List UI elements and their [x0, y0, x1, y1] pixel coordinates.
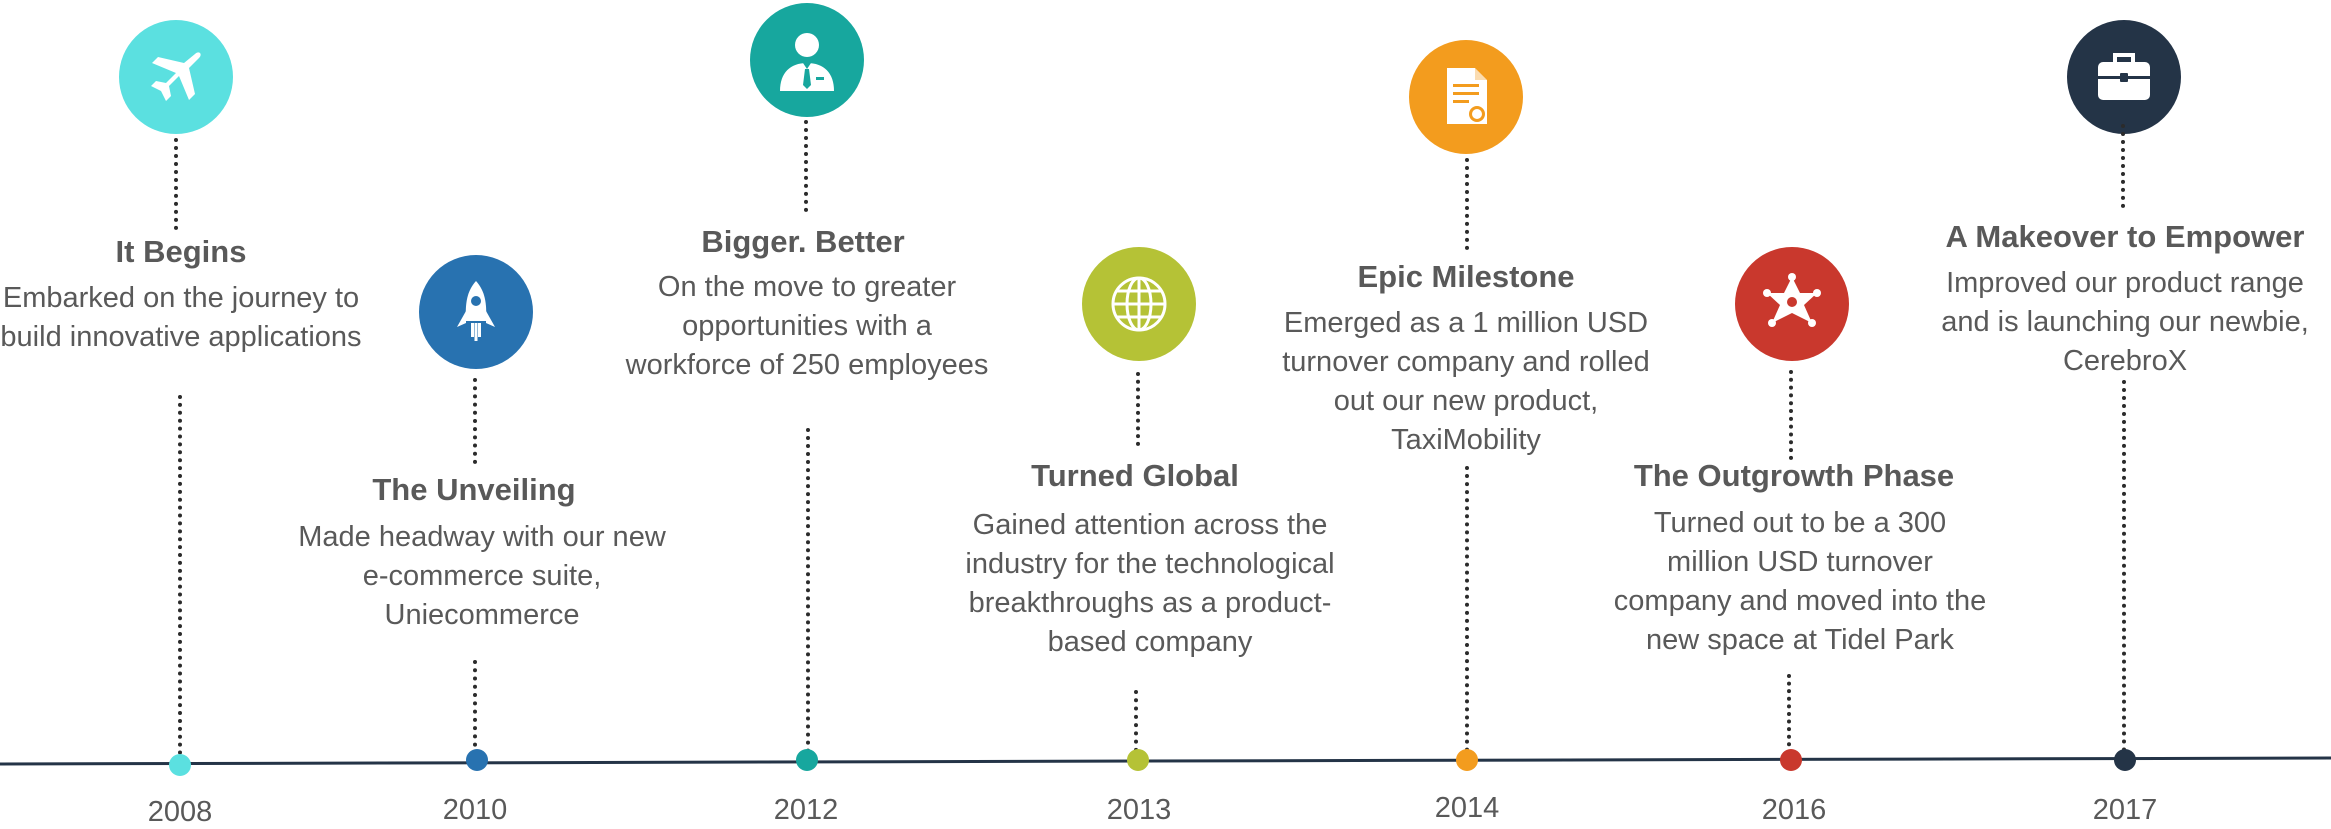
- milestone-2017-year: 2017: [2092, 794, 2158, 826]
- milestone-2014-connector-lower: [1465, 466, 1469, 752]
- milestone-2016-year: 2016: [1761, 794, 1827, 826]
- milestone-2012-description: On the move to greater opportunities wit…: [625, 271, 989, 381]
- businessman-icon: [780, 33, 834, 91]
- milestone-2014-title: Epic Milestone: [1357, 259, 1575, 294]
- milestone-2010-title: The Unveiling: [372, 472, 576, 507]
- milestone-2017-dot: [2114, 749, 2136, 771]
- milestone-2010-description: Made headway with our new e-commerce sui…: [298, 521, 666, 631]
- milestone-2016-connector-lower: [1787, 674, 1791, 754]
- briefcase-icon: [2098, 53, 2150, 100]
- milestone-2012-dot: [796, 749, 818, 771]
- milestone-2017-connector-upper: [2121, 124, 2125, 208]
- milestone-2012-connector-lower: [806, 428, 810, 753]
- milestone-2008-connector-upper: [174, 138, 178, 230]
- milestone-2013-title: Turned Global: [1031, 458, 1239, 493]
- milestone-2017-title: A Makeover to Empower: [1945, 219, 2305, 254]
- milestone-2008-year: 2008: [147, 796, 213, 828]
- milestone-2014-connector-upper: [1465, 158, 1469, 250]
- milestone-2016-title: The Outgrowth Phase: [1633, 458, 1955, 493]
- milestone-2010-dot: [466, 749, 488, 771]
- milestone-2013-connector-upper: [1136, 372, 1140, 446]
- milestone-2012-title: Bigger. Better: [701, 224, 905, 259]
- milestone-2012-year: 2012: [773, 794, 839, 826]
- milestone-2010-connector-lower: [473, 660, 477, 755]
- globe-icon: [1111, 276, 1167, 332]
- milestone-2010-connector-upper: [473, 378, 477, 464]
- milestone-2010-year: 2010: [442, 794, 508, 826]
- milestone-2012-connector-upper: [804, 120, 808, 212]
- milestone-2008-description: Embarked on the journey to build innovat…: [0, 282, 362, 353]
- certificate-icon: [1447, 68, 1487, 124]
- milestone-2008-title: It Begins: [115, 234, 247, 269]
- milestone-2010-icon-badge: [419, 255, 533, 369]
- milestone-2008-connector-lower: [178, 395, 182, 755]
- milestone-2008-icon-badge: [119, 20, 233, 134]
- milestone-2016-connector-upper: [1789, 370, 1793, 460]
- milestone-2014-description: Emerged as a 1 million USD turnover comp…: [1282, 307, 1650, 456]
- milestone-2013-connector-lower: [1134, 690, 1138, 752]
- airplane-icon: [151, 52, 201, 101]
- milestone-2017-description: Improved our product range and is launch…: [1941, 267, 2309, 377]
- rocket-icon: [457, 281, 495, 341]
- sheriff-star-icon: [1763, 273, 1821, 327]
- milestone-2013-description: Gained attention across the industry for…: [965, 509, 1335, 658]
- milestone-2013-year: 2013: [1106, 794, 1172, 826]
- milestone-2013-icon-badge: [1082, 247, 1196, 361]
- milestone-2016-icon-badge: [1735, 247, 1849, 361]
- milestone-2014-icon-badge: [1409, 40, 1523, 154]
- milestone-2013-dot: [1127, 749, 1149, 771]
- milestone-2016-dot: [1780, 749, 1802, 771]
- milestone-2014-year: 2014: [1434, 792, 1500, 824]
- milestone-2016-description: Turned out to be a 300 million USD turno…: [1613, 507, 1987, 656]
- milestone-2012-icon-badge: [750, 3, 864, 117]
- milestone-2017-icon-badge: [2067, 20, 2181, 134]
- milestone-2014-dot: [1456, 749, 1478, 771]
- milestone-2017-connector-lower: [2122, 380, 2126, 752]
- milestone-2008-dot: [169, 754, 191, 776]
